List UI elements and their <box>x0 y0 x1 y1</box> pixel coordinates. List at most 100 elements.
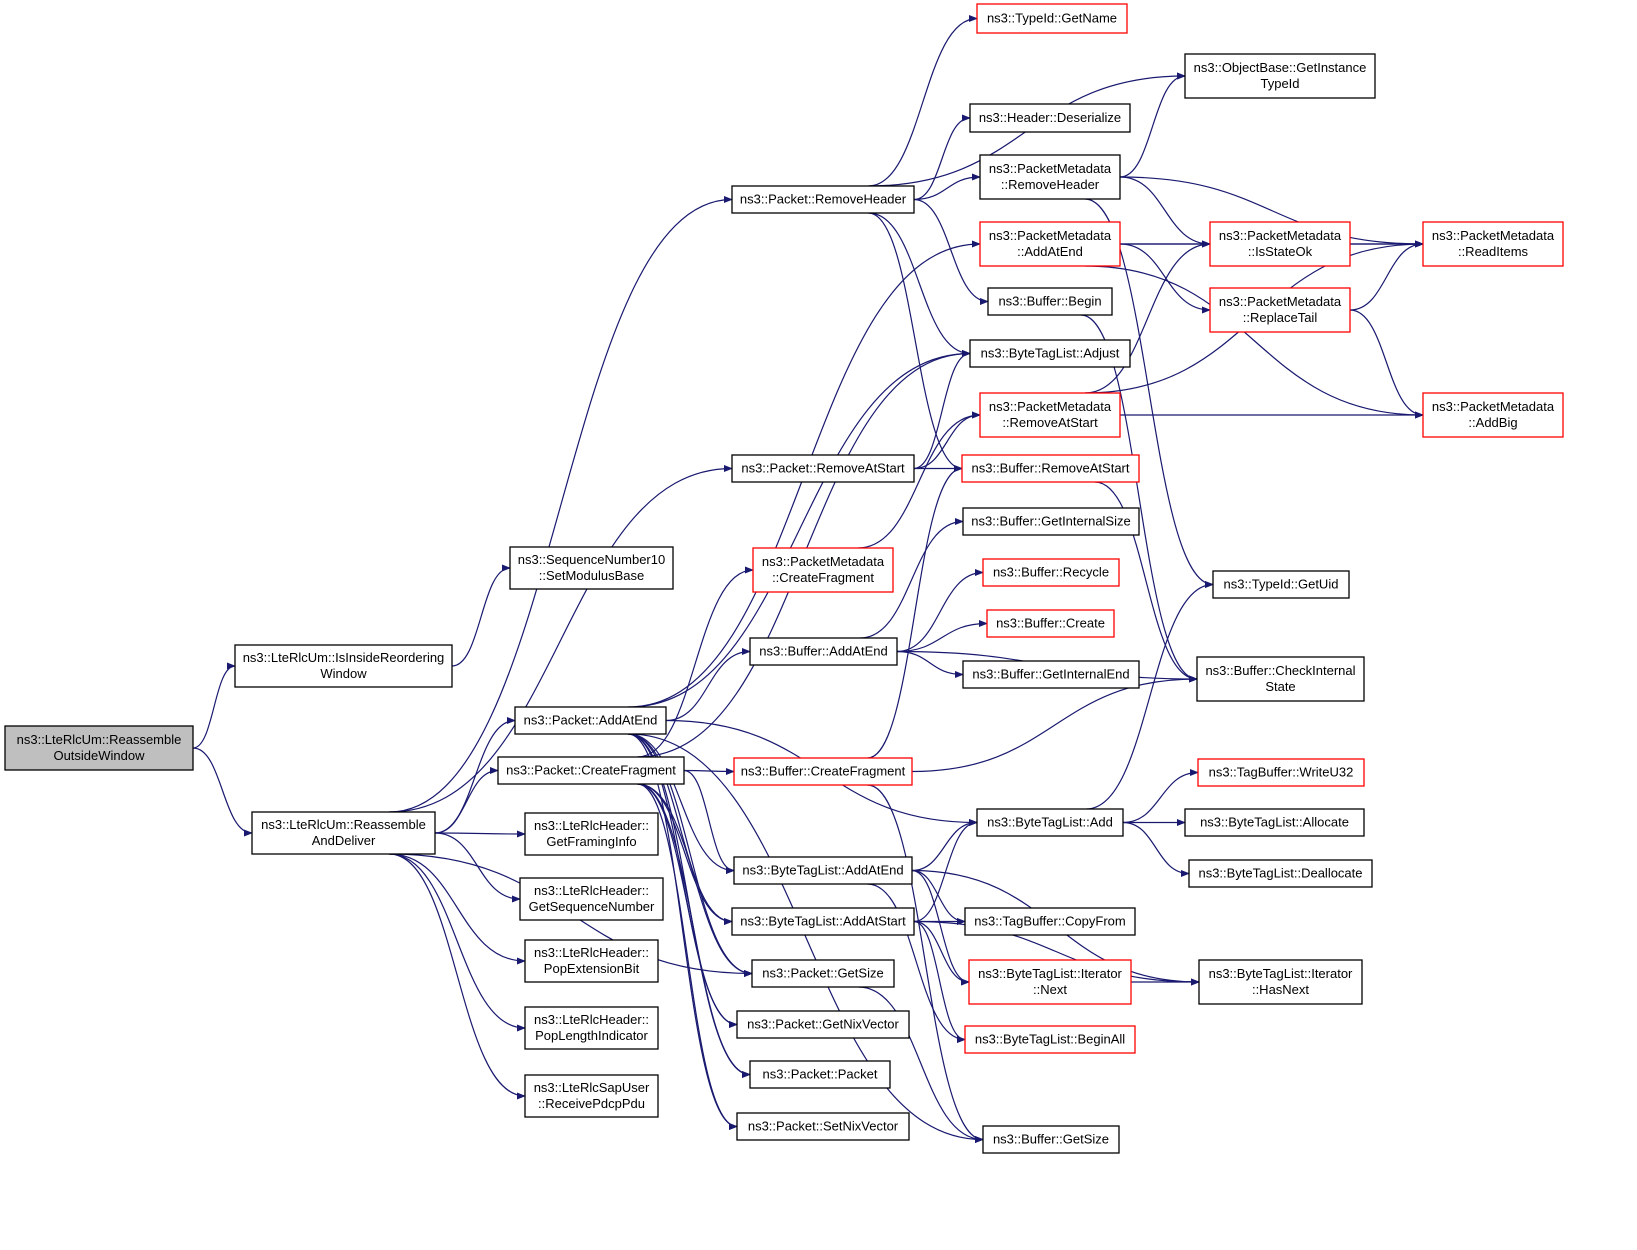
node-box <box>961 454 1140 483</box>
graph-node-n27[interactable]: ns3::ByteTagList::Adjust <box>969 339 1131 368</box>
graph-node-n46[interactable]: ns3::ByteTagList::Deallocate <box>1188 859 1373 888</box>
graph-node-n35[interactable]: ns3::TagBuffer::CopyFrom <box>964 907 1136 936</box>
graph-node-n16[interactable]: ns3::ByteTagList::AddAtEnd <box>733 856 913 885</box>
graph-node-n47[interactable]: ns3::ByteTagList::Iterator::HasNext <box>1198 959 1363 1005</box>
node-box <box>251 811 436 855</box>
graph-node-n4[interactable]: ns3::Packet::AddAtEnd <box>514 706 667 735</box>
graph-node-n49[interactable]: ns3::PacketMetadata::AddBig <box>1422 392 1564 438</box>
node-label: PopLengthIndicator <box>535 1028 648 1043</box>
edge-n4-n16 <box>628 733 735 875</box>
edge-n2-n11 <box>389 195 733 813</box>
graph-node-n40[interactable]: ns3::PacketMetadata::IsStateOk <box>1209 221 1351 267</box>
edge-n17-n47 <box>913 920 1200 986</box>
node-box <box>982 558 1120 587</box>
graph-node-n14[interactable]: ns3::Buffer::AddAtEnd <box>749 637 898 666</box>
graph-node-n48[interactable]: ns3::PacketMetadata::ReadItems <box>1422 221 1564 267</box>
node-label: ns3::LteRlcHeader:: <box>534 1012 649 1027</box>
graph-node-n37[interactable]: ns3::ByteTagList::BeginAll <box>964 1025 1136 1054</box>
node-label: ns3::Buffer::AddAtEnd <box>759 644 887 659</box>
graph-node-n12[interactable]: ns3::Packet::RemoveAtStart <box>731 454 915 483</box>
graph-node-n5[interactable]: ns3::Packet::CreateFragment <box>497 756 685 785</box>
node-label: ns3::Buffer::CreateFragment <box>741 764 906 779</box>
node-label: ns3::PacketMetadata <box>762 554 885 569</box>
edge-n11-n27 <box>868 212 971 358</box>
graph-node-n20[interactable]: ns3::Packet::Packet <box>749 1060 891 1089</box>
node-label: ::CreateFragment <box>772 570 874 585</box>
edge-n11-n26 <box>913 198 989 306</box>
graph-node-n15[interactable]: ns3::Buffer::CreateFragment <box>733 757 913 786</box>
graph-node-n9[interactable]: ns3::LteRlcHeader::PopLengthIndicator <box>524 1006 659 1050</box>
edge-n5-n19 <box>637 783 738 1029</box>
graph-node-n13[interactable]: ns3::PacketMetadata::CreateFragment <box>752 547 894 593</box>
node-box <box>1212 570 1350 599</box>
node-label: ::ReadItems <box>1458 244 1529 259</box>
node-box <box>524 812 659 856</box>
edge-n17-n36 <box>913 920 970 986</box>
graph-node-n45[interactable]: ns3::ByteTagList::Allocate <box>1184 808 1365 837</box>
node-label: ns3::TypeId::GetUid <box>1224 577 1339 592</box>
node-box <box>1209 287 1351 333</box>
graph-node-n24[interactable]: ns3::PacketMetadata::RemoveHeader <box>979 154 1121 200</box>
graph-node-n19[interactable]: ns3::Packet::GetNixVector <box>736 1010 910 1039</box>
graph-node-n21[interactable]: ns3::Packet::SetNixVector <box>736 1112 910 1141</box>
graph-node-n17[interactable]: ns3::ByteTagList::AddAtStart <box>731 907 915 936</box>
graph-node-n6[interactable]: ns3::LteRlcHeader::GetFramingInfo <box>524 812 659 856</box>
node-box <box>749 1060 891 1089</box>
graph-node-n11[interactable]: ns3::Packet::RemoveHeader <box>731 185 915 214</box>
node-label: ns3::SequenceNumber10 <box>518 552 665 567</box>
node-label: ns3::Buffer::GetSize <box>993 1132 1109 1147</box>
graph-node-n29[interactable]: ns3::Buffer::RemoveAtStart <box>961 454 1140 483</box>
node-box <box>733 757 913 786</box>
graph-node-n23[interactable]: ns3::Header::Deserialize <box>969 103 1131 133</box>
node-label: ns3::Buffer::RemoveAtStart <box>972 461 1130 476</box>
graph-node-n10[interactable]: ns3::LteRlcSapUser::ReceivePdcpPdu <box>524 1074 659 1118</box>
edge-n11-n23 <box>913 114 971 201</box>
edge-n34-n42 <box>1086 580 1214 810</box>
edge-n13-n28 <box>857 411 981 549</box>
graph-node-n44[interactable]: ns3::TagBuffer::WriteU32 <box>1197 758 1365 787</box>
graph-node-n22[interactable]: ns3::TypeId::GetName <box>976 3 1128 34</box>
graph-node-n41[interactable]: ns3::PacketMetadata::ReplaceTail <box>1209 287 1351 333</box>
node-box <box>749 637 898 666</box>
graph-node-n26[interactable]: ns3::Buffer::Begin <box>987 287 1113 316</box>
graph-node-n18[interactable]: ns3::Packet::GetSize <box>751 959 895 988</box>
node-box <box>987 287 1113 316</box>
edge-n41-n49 <box>1349 309 1424 419</box>
node-box <box>731 185 915 214</box>
graph-node-n31[interactable]: ns3::Buffer::Recycle <box>982 558 1120 587</box>
graph-node-n38[interactable]: ns3::Buffer::GetSize <box>982 1125 1120 1154</box>
graph-node-n42[interactable]: ns3::TypeId::GetUid <box>1212 570 1350 599</box>
node-label: ns3::PacketMetadata <box>1432 228 1555 243</box>
edge-n16-n34 <box>911 818 978 872</box>
node-box <box>752 547 894 593</box>
node-box <box>509 546 674 590</box>
node-label: ::ReceivePdcpPdu <box>538 1096 645 1111</box>
graph-node-n32[interactable]: ns3::Buffer::Create <box>986 609 1115 638</box>
graph-node-n30[interactable]: ns3::Buffer::GetInternalSize <box>962 507 1140 536</box>
graph-node-n7[interactable]: ns3::LteRlcHeader::GetSequenceNumber <box>519 877 664 921</box>
node-label: ns3::Packet::AddAtEnd <box>524 713 658 728</box>
graph-node-n28[interactable]: ns3::PacketMetadata::RemoveAtStart <box>979 392 1121 438</box>
graph-node-n33[interactable]: ns3::Buffer::GetInternalEnd <box>962 660 1140 689</box>
edge-n29-n43 <box>1094 481 1198 683</box>
node-label: ns3::LteRlcHeader:: <box>534 945 649 960</box>
node-label: ns3::ByteTagList::AddAtStart <box>740 914 906 929</box>
graph-node-n34[interactable]: ns3::ByteTagList::Add <box>976 808 1124 837</box>
edge-n17-n37 <box>913 920 966 1044</box>
graph-node-n36[interactable]: ns3::ByteTagList::Iterator::Next <box>968 959 1132 1005</box>
graph-node-n8[interactable]: ns3::LteRlcHeader::PopExtensionBit <box>524 939 659 983</box>
node-box <box>964 1025 1136 1054</box>
graph-node-n3[interactable]: ns3::SequenceNumber10::SetModulusBase <box>509 546 674 590</box>
edge-n15-n29 <box>867 464 963 759</box>
edge-n4-n38 <box>628 733 984 1144</box>
edge-n14-n31 <box>896 568 984 653</box>
edge-n14-n33 <box>896 650 964 679</box>
graph-node-n25[interactable]: ns3::PacketMetadata::AddAtEnd <box>979 221 1121 267</box>
edge-n11-n24 <box>913 173 981 201</box>
edge-n5-n20 <box>637 783 751 1079</box>
